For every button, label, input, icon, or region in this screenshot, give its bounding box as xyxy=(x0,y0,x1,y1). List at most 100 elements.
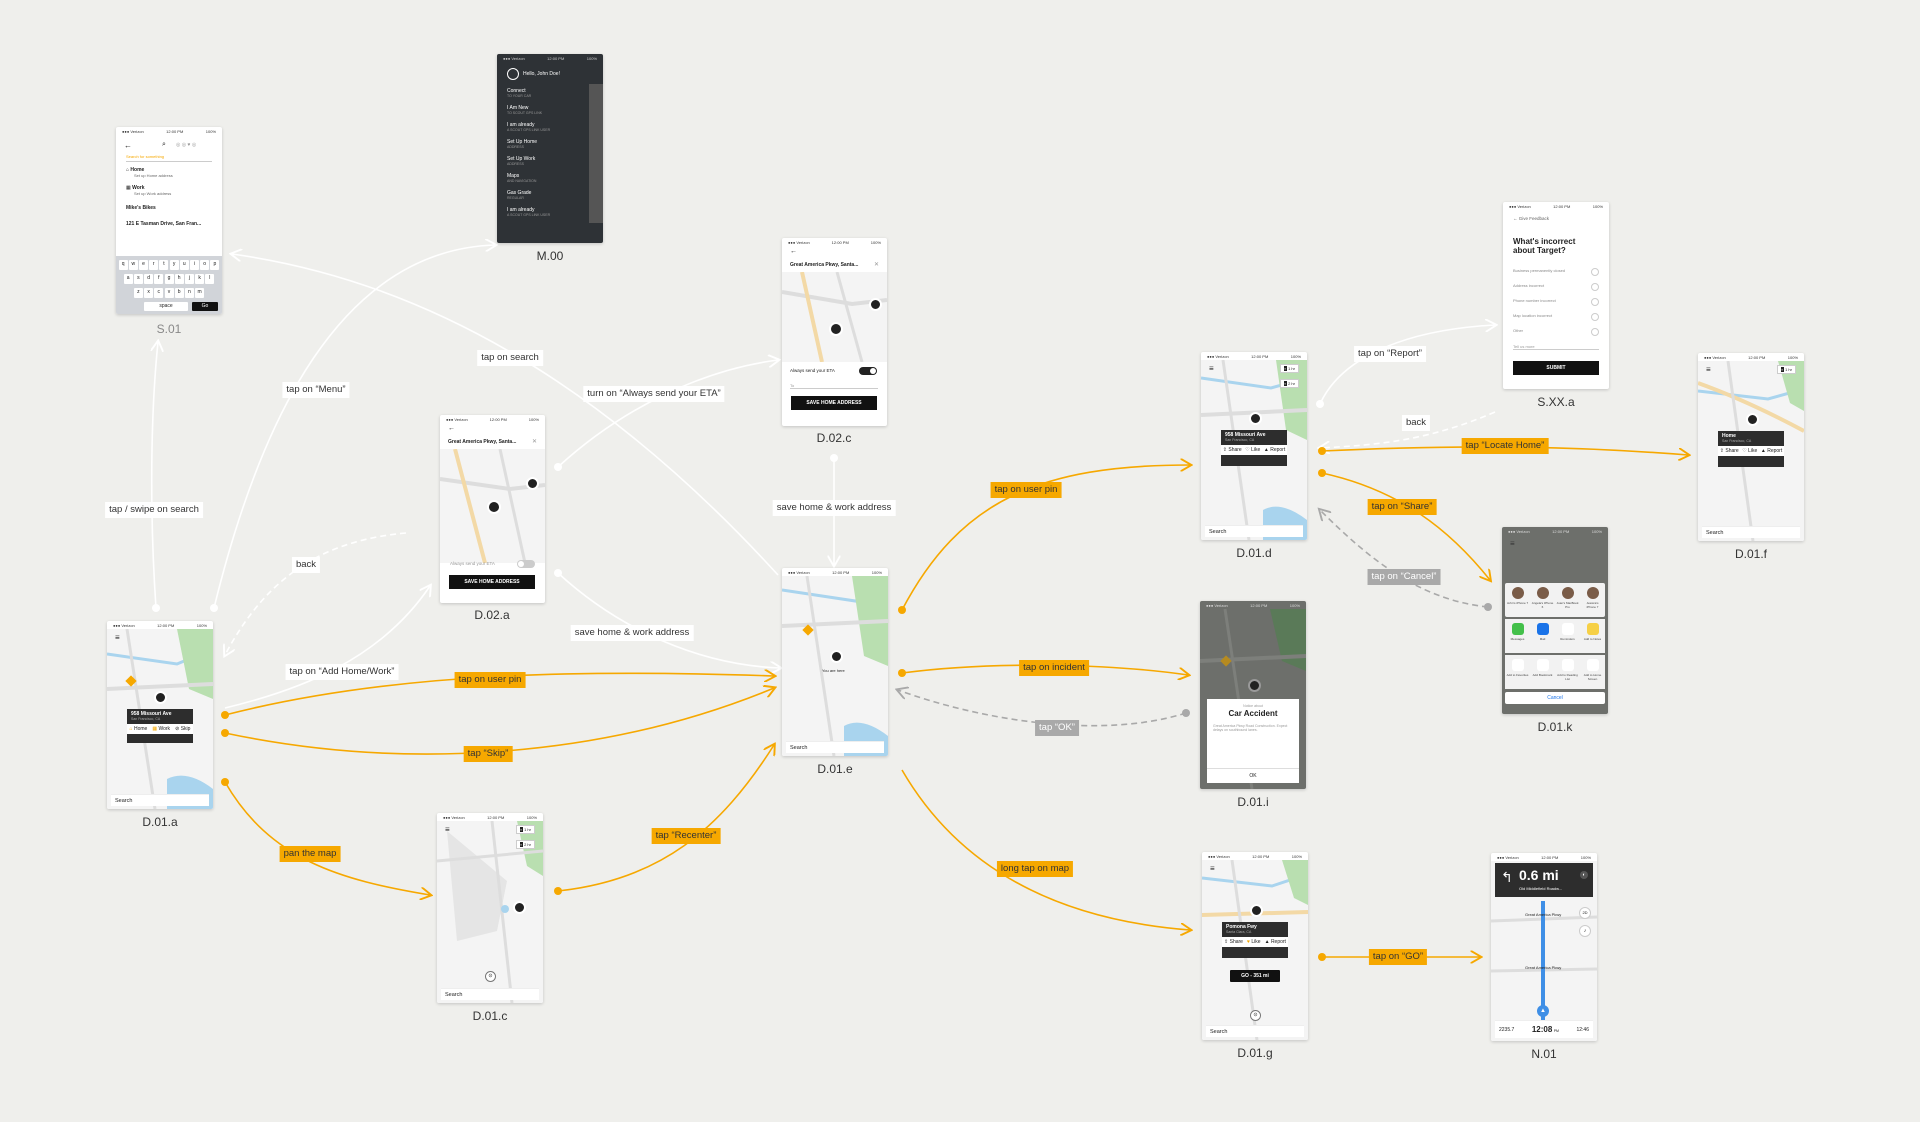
apps-item[interactable]: Messages xyxy=(1507,623,1529,653)
clear-icon[interactable]: ✕ xyxy=(873,262,879,268)
voice-icon[interactable]: ♪ xyxy=(1579,925,1591,937)
mute-icon[interactable]: ◐ xyxy=(1580,871,1588,879)
search-bar[interactable]: Search xyxy=(441,988,539,1000)
radio-icon[interactable] xyxy=(1591,298,1599,306)
back-link[interactable]: ← Give Feedback xyxy=(1513,216,1550,221)
pin-info-card[interactable]: 958 Missouri Ave San Francisco, CA ⇪ Sha… xyxy=(1221,430,1287,466)
address-field[interactable]: Great America Pkwy, Santa... xyxy=(448,439,517,445)
tell-us-more-field[interactable]: Tell us more xyxy=(1513,344,1599,350)
search-bar[interactable]: Search xyxy=(1206,1025,1304,1037)
map-area[interactable] xyxy=(782,271,887,363)
key-d[interactable]: d xyxy=(144,274,154,284)
search-bar[interactable]: Search xyxy=(111,794,209,806)
key-b[interactable]: b xyxy=(174,288,184,298)
key-a[interactable]: a xyxy=(123,274,133,284)
map-area[interactable] xyxy=(782,575,888,756)
key-v[interactable]: v xyxy=(164,288,174,298)
dropped-pin-icon[interactable] xyxy=(1250,904,1263,917)
menu-icon[interactable]: ≡ xyxy=(1209,364,1214,373)
save-home-address-button[interactable]: SAVE HOME ADDRESS xyxy=(791,396,877,410)
action-share[interactable]: ⇪ Share xyxy=(1222,447,1242,453)
incident-alert-dialog[interactable]: Notice about Car Accident Great America … xyxy=(1207,699,1299,783)
submit-button[interactable]: SUBMIT xyxy=(1513,361,1599,375)
search-bar[interactable]: Search xyxy=(1702,526,1800,538)
eta-chip-2[interactable]: ▪ 2 hr xyxy=(1279,379,1299,388)
key-e[interactable]: e xyxy=(139,260,148,270)
address-field[interactable]: Great America Pkwy, Santa... xyxy=(790,262,859,268)
people-item[interactable]: Angela's iPhone 6 xyxy=(1532,587,1554,617)
key-k[interactable]: k xyxy=(195,274,205,284)
key-i[interactable]: i xyxy=(190,260,199,270)
alert-ok-button[interactable]: OK xyxy=(1207,768,1299,783)
user-pin-icon[interactable] xyxy=(154,691,167,704)
search-icon[interactable]: ⌕ xyxy=(162,141,166,148)
action-share[interactable]: ⇪ Share xyxy=(1719,448,1739,454)
recenter-icon[interactable]: ⊙ xyxy=(1250,1010,1261,1021)
action-report[interactable]: ▲ Report xyxy=(1760,448,1783,454)
key-w[interactable]: w xyxy=(128,260,138,270)
recent-place-2[interactable]: 121 E Tasman Drive, San Fran... xyxy=(126,221,202,227)
recent-place-1[interactable]: Mike's Bikes xyxy=(126,205,156,211)
key-space[interactable]: space xyxy=(144,302,188,311)
menu-icon[interactable]: ≡ xyxy=(1706,365,1711,374)
action-like[interactable]: ♥ Like xyxy=(1247,939,1261,945)
key-y[interactable]: y xyxy=(169,260,179,270)
apps-item[interactable]: Reminders xyxy=(1557,623,1579,653)
search-input[interactable]: Search for something xyxy=(126,154,212,162)
to-field[interactable]: To xyxy=(790,383,878,389)
location-pin-icon[interactable] xyxy=(829,322,843,336)
radio-icon[interactable] xyxy=(1591,268,1599,276)
action-report[interactable]: ▲ Report xyxy=(1264,939,1286,945)
action-work[interactable]: ▦ Work xyxy=(152,726,171,732)
view-mode-button[interactable]: 2D xyxy=(1579,907,1591,919)
eta-toggle[interactable] xyxy=(517,560,535,568)
pin-info-card[interactable]: 958 Missouri Ave San Francisco, CA ⌂ Hom… xyxy=(127,709,193,743)
eta-chip-2[interactable]: ▪ 2 hr xyxy=(515,840,535,849)
feedback-option[interactable]: Other xyxy=(1513,328,1599,336)
key-q[interactable]: q xyxy=(118,260,128,270)
eta-chip-1[interactable]: ▪ 1 hr xyxy=(1279,364,1299,373)
key-t[interactable]: t xyxy=(159,260,169,270)
key-r[interactable]: r xyxy=(149,260,159,270)
key-x[interactable]: x xyxy=(144,288,154,298)
actions-item[interactable]: Add Bookmark xyxy=(1532,659,1554,689)
key-h[interactable]: h xyxy=(174,274,184,284)
key-g[interactable]: g xyxy=(164,274,174,284)
share-cancel-button[interactable]: Cancel xyxy=(1505,692,1605,704)
people-item[interactable]: Juan's MacBook Pro xyxy=(1557,587,1579,617)
key-z[interactable]: z xyxy=(133,288,143,298)
recenter-icon[interactable]: ⊙ xyxy=(485,971,496,982)
apps-item[interactable]: Add to Notes xyxy=(1582,623,1604,653)
search-bar[interactable]: Search xyxy=(1205,525,1303,537)
back-arrow-icon[interactable]: ← xyxy=(448,425,455,432)
back-arrow-icon[interactable]: ← xyxy=(124,141,132,150)
menu-icon[interactable]: ≡ xyxy=(115,633,120,642)
apps-item[interactable]: Mail xyxy=(1532,623,1554,653)
key-s[interactable]: s xyxy=(133,274,143,284)
feedback-option[interactable]: Phone number incorrect xyxy=(1513,298,1599,306)
actions-item[interactable]: Add to Favorites xyxy=(1507,659,1529,689)
key-c[interactable]: c xyxy=(154,288,164,298)
user-pin-icon[interactable] xyxy=(1249,412,1262,425)
save-home-address-button[interactable]: SAVE HOME ADDRESS xyxy=(449,575,535,589)
action-like[interactable]: ♡ Like xyxy=(1742,448,1758,454)
key-f[interactable]: f xyxy=(154,274,164,284)
feedback-option[interactable]: Business permanently closed xyxy=(1513,268,1599,276)
eta-toggle[interactable] xyxy=(859,367,877,375)
menu-icon[interactable]: ≡ xyxy=(445,825,450,834)
